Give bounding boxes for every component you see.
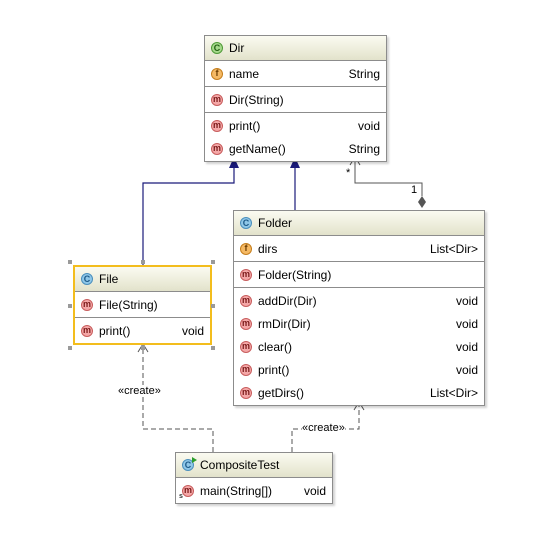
methods-compartment: m addDir(Dir) void m rmDir(Dir) void m c… xyxy=(234,288,484,405)
method-type: void xyxy=(357,118,380,133)
method-type: void xyxy=(303,483,326,498)
method-row[interactable]: m print() void xyxy=(234,358,484,381)
method-row[interactable]: m print() void xyxy=(75,319,210,342)
method-type: void xyxy=(455,293,478,308)
method-icon: m xyxy=(240,294,252,307)
method-icon: m xyxy=(211,142,223,155)
class-icon: C xyxy=(240,217,252,229)
class-composite-test[interactable]: C CompositeTest m s main(String[]) void xyxy=(175,452,333,504)
fields-compartment: f dirs List<Dir> xyxy=(234,236,484,262)
field-type: List<Dir> xyxy=(429,241,478,256)
methods-compartment: m print() void xyxy=(75,318,210,343)
field-row[interactable]: f name String xyxy=(205,62,386,85)
class-header[interactable]: C Dir xyxy=(205,36,386,61)
generalization-arrowhead-file xyxy=(229,157,239,168)
method-type: String xyxy=(348,141,380,156)
create-stereotype-folder: «create» xyxy=(302,422,345,434)
field-label: name xyxy=(229,66,260,81)
field-label: dirs xyxy=(258,241,278,256)
method-label: getName() xyxy=(229,141,286,156)
fields-compartment: f name String xyxy=(205,61,386,87)
method-type: void xyxy=(455,316,478,331)
field-type: String xyxy=(348,66,380,81)
multiplicity-many-label: * xyxy=(346,167,351,179)
method-row[interactable]: m clear() void xyxy=(234,335,484,358)
method-type: List<Dir> xyxy=(429,385,478,400)
method-icon: m xyxy=(240,317,252,330)
class-header[interactable]: C File xyxy=(75,267,210,292)
field-row[interactable]: f dirs List<Dir> xyxy=(234,237,484,260)
method-label: main(String[]) xyxy=(200,483,273,498)
method-icon: m xyxy=(211,119,223,132)
method-row[interactable]: m getDirs() List<Dir> xyxy=(234,381,484,404)
method-label: clear() xyxy=(258,339,293,354)
class-name: Dir xyxy=(229,41,245,55)
method-type: void xyxy=(455,339,478,354)
class-icon: C xyxy=(81,273,93,285)
method-row[interactable]: m addDir(Dir) void xyxy=(234,289,484,312)
composition-diamond xyxy=(418,196,426,208)
static-badge-icon: s xyxy=(179,492,183,500)
method-icon: m xyxy=(211,93,223,106)
method-icon: m xyxy=(240,386,252,399)
constructor-row[interactable]: m Dir(String) xyxy=(205,88,386,111)
runnable-class-icon: C xyxy=(182,457,197,471)
method-type: void xyxy=(455,362,478,377)
resize-handle-mid-right[interactable] xyxy=(211,304,215,308)
field-icon: f xyxy=(211,67,223,80)
create-stereotype-file: «create» xyxy=(118,385,161,397)
method-label: getDirs() xyxy=(258,385,305,400)
constructor-row[interactable]: m File(String) xyxy=(75,293,210,316)
class-header[interactable]: C CompositeTest xyxy=(176,453,332,478)
class-name: CompositeTest xyxy=(200,458,280,472)
methods-compartment: m print() void m getName() String xyxy=(205,113,386,161)
field-icon: f xyxy=(240,242,252,255)
multiplicity-one-label: 1 xyxy=(411,184,418,196)
method-icon: m xyxy=(240,340,252,353)
class-name: File xyxy=(99,272,119,286)
constructor-label: Dir(String) xyxy=(229,92,284,107)
static-method-icon: m s xyxy=(179,484,194,500)
generalization-arrowhead-folder xyxy=(290,157,300,168)
constructor-label: File(String) xyxy=(99,297,158,312)
method-row[interactable]: m s main(String[]) void xyxy=(176,479,332,502)
constructor-row[interactable]: m Folder(String) xyxy=(234,263,484,286)
method-icon: m xyxy=(81,324,93,337)
constructors-compartment: m Folder(String) xyxy=(234,262,484,288)
method-label: print() xyxy=(258,362,290,377)
resize-handle-bottom-left[interactable] xyxy=(68,346,72,350)
resize-handle-top-left[interactable] xyxy=(68,260,72,264)
run-badge-icon xyxy=(192,457,197,463)
class-folder[interactable]: C Folder f dirs List<Dir> m Folder(Strin… xyxy=(233,210,485,406)
method-icon: m xyxy=(81,298,93,311)
constructor-label: Folder(String) xyxy=(258,267,332,282)
resize-handle-top-mid[interactable] xyxy=(141,260,145,264)
method-icon: m xyxy=(240,268,252,281)
method-label: print() xyxy=(99,323,131,338)
generalization-file-to-dir[interactable] xyxy=(142,166,235,265)
methods-compartment: m s main(String[]) void xyxy=(176,478,332,503)
method-row[interactable]: m print() void xyxy=(205,114,386,137)
resize-handle-top-right[interactable] xyxy=(211,260,215,264)
class-header[interactable]: C Folder xyxy=(234,211,484,236)
method-label: rmDir(Dir) xyxy=(258,316,311,331)
method-label: addDir(Dir) xyxy=(258,293,317,308)
method-row[interactable]: m rmDir(Dir) void xyxy=(234,312,484,335)
dependency-create-file[interactable] xyxy=(142,346,214,452)
composition-folder-dirs[interactable] xyxy=(354,158,423,196)
class-name: Folder xyxy=(258,216,293,230)
method-label: print() xyxy=(229,118,261,133)
class-dir[interactable]: C Dir f name String m Dir(String) m prin… xyxy=(204,35,387,162)
constructors-compartment: m File(String) xyxy=(75,292,210,318)
method-icon: m xyxy=(240,363,252,376)
abstract-class-icon: C xyxy=(211,42,223,54)
class-file[interactable]: C File m File(String) m print() void xyxy=(73,265,212,345)
resize-handle-mid-left[interactable] xyxy=(68,304,72,308)
method-row[interactable]: m getName() String xyxy=(205,137,386,160)
resize-handle-bottom-mid[interactable] xyxy=(141,346,145,350)
constructors-compartment: m Dir(String) xyxy=(205,87,386,113)
method-type: void xyxy=(181,323,204,338)
resize-handle-bottom-right[interactable] xyxy=(211,346,215,350)
